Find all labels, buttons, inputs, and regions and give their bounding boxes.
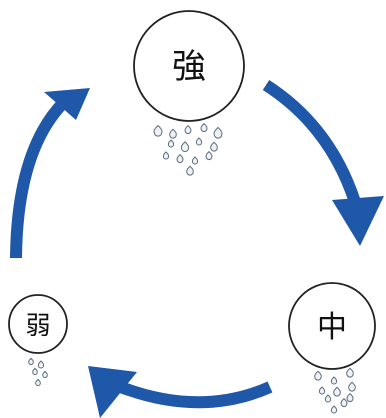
raindrop-icon [186, 165, 194, 176]
raindrop-icon [200, 122, 208, 132]
raindrop-icon [205, 150, 213, 160]
raindrop-icon [346, 392, 354, 402]
node-weak: 弱 [8, 294, 68, 354]
raindrop-icon [333, 386, 341, 397]
drops-weak [28, 357, 48, 387]
raindrop-icon [180, 141, 190, 153]
arrow-medium-to-weak [88, 366, 273, 418]
raindrop-icon [330, 376, 338, 385]
node-medium-label: 中 [317, 310, 347, 345]
raindrop-icon [153, 124, 163, 137]
raindrop-icon [167, 139, 175, 148]
drops-medium [314, 367, 356, 414]
raindrop-icon [346, 367, 354, 378]
raindrop-icon [330, 405, 338, 414]
arrow-weak-to-strong [10, 88, 90, 259]
raindrop-icon [37, 360, 45, 369]
raindrop-icon [32, 367, 38, 376]
raindrop-icon [35, 378, 41, 387]
raindrop-icon [314, 370, 322, 381]
raindrop-icon [42, 370, 48, 379]
raindrop-icon [324, 394, 332, 403]
raindrop-icon [184, 124, 192, 134]
cycle-arrows [10, 79, 384, 418]
raindrop-icon [169, 128, 177, 139]
raindrop-icon [28, 357, 34, 366]
drops-strong [153, 122, 223, 176]
node-medium: 中 [288, 282, 376, 370]
arrow-strong-to-medium [262, 79, 384, 246]
raindrop-icon [318, 386, 326, 395]
node-strong: 強 [133, 10, 245, 122]
node-strong-label: 強 [172, 47, 206, 87]
raindrop-icon [195, 137, 203, 146]
raindrop-icon [348, 381, 356, 392]
raindrop-icon [340, 397, 348, 407]
node-weak-label: 弱 [25, 311, 50, 340]
raindrop-icon [176, 153, 184, 163]
raindrop-icon [162, 151, 170, 160]
raindrop-icon [191, 156, 199, 165]
raindrop-icon [210, 141, 218, 152]
raindrop-icon [213, 126, 223, 139]
